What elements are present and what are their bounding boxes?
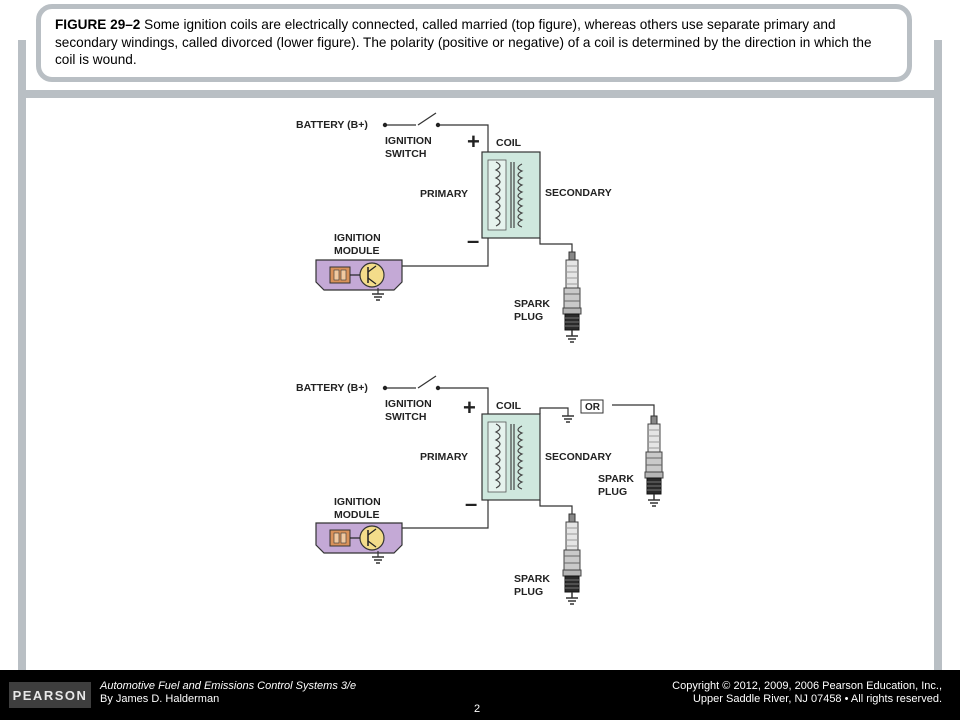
ignition-switch [417,112,437,126]
ground-icon [561,415,575,423]
plus-sign: + [467,129,480,154]
switch-contact [435,385,441,391]
ground-icon [371,556,385,564]
frame-left-bar [18,40,26,670]
wire [440,124,489,152]
frame-right-bar [934,40,942,670]
module-label: IGNITION [334,496,381,508]
coil-label: COIL [496,137,522,149]
battery-label: BATTERY (B+) [296,382,368,394]
wire [402,238,489,267]
module-label: MODULE [334,509,380,521]
battery-label: BATTERY (B+) [296,119,368,131]
primary-label: PRIMARY [420,188,468,200]
module-label: IGNITION [334,232,381,244]
plug-label: PLUG [514,311,543,323]
ground-icon [371,293,385,301]
minus-sign: – [467,228,479,253]
plug-label: PLUG [514,586,543,598]
secondary-label: SECONDARY [545,451,612,463]
copyright-line: Copyright © 2012, 2009, 2006 Pearson Edu… [672,680,942,692]
caption-text: Some ignition coils are electrically con… [55,17,872,67]
footer-bar [0,670,960,720]
wire [539,500,573,514]
plug-label: SPARK [514,298,550,310]
primary-label: PRIMARY [420,451,468,463]
book-title: Automotive Fuel and Emissions Control Sy… [100,680,357,692]
ignition-module [315,522,403,554]
plug-label: SPARK [514,573,550,585]
page-number: 2 [474,703,481,715]
spark-plug [562,251,582,343]
wire [539,407,569,416]
switch-label: IGNITION [385,135,432,147]
wire [612,404,655,416]
frame-divider [18,90,942,98]
battery-terminal [382,385,388,391]
copyright-line: Upper Saddle River, NJ 07458 • All right… [692,693,942,705]
switch-label: IGNITION [385,398,432,410]
coil-label: COIL [496,400,522,412]
plug-label: PLUG [598,486,627,498]
plug-label: SPARK [598,473,634,485]
wire [539,238,573,252]
switch-label: SWITCH [385,411,426,423]
switch-contact [435,122,441,128]
figure-caption: FIGURE 29–2 Some ignition coils are elec… [36,4,912,82]
or-label: OR [585,402,601,413]
copyright: Copyright © 2012, 2009, 2006 Pearson Edu… [672,680,942,706]
ignition-switch [417,375,437,389]
ignition-module [315,259,403,291]
spark-plug [644,415,664,507]
book-info: Automotive Fuel and Emissions Control Sy… [100,680,356,706]
battery-terminal [382,122,388,128]
minus-sign: – [465,491,477,516]
coil [481,151,541,239]
switch-label: SWITCH [385,148,426,160]
plus-sign: + [463,395,476,420]
spark-plug [562,513,582,605]
module-label: MODULE [334,245,380,257]
figure-label: FIGURE 29–2 [55,17,141,32]
wire [402,500,489,529]
secondary-label: SECONDARY [545,187,612,199]
coil [481,413,541,501]
or-box [580,399,604,414]
married-coil-diagram: BATTERY (B+) IGNITION SWITCH + COIL PRIM… [296,112,612,343]
wire [440,387,489,414]
pearson-logo: PEARSON [9,682,91,708]
ignition-coil-diagram: BATTERY (B+) IGNITION SWITCH + COIL PRIM… [296,112,664,605]
book-author: By James D. Halderman [100,693,220,705]
divorced-coil-diagram: BATTERY (B+) IGNITION SWITCH + COIL PRIM… [296,375,664,605]
